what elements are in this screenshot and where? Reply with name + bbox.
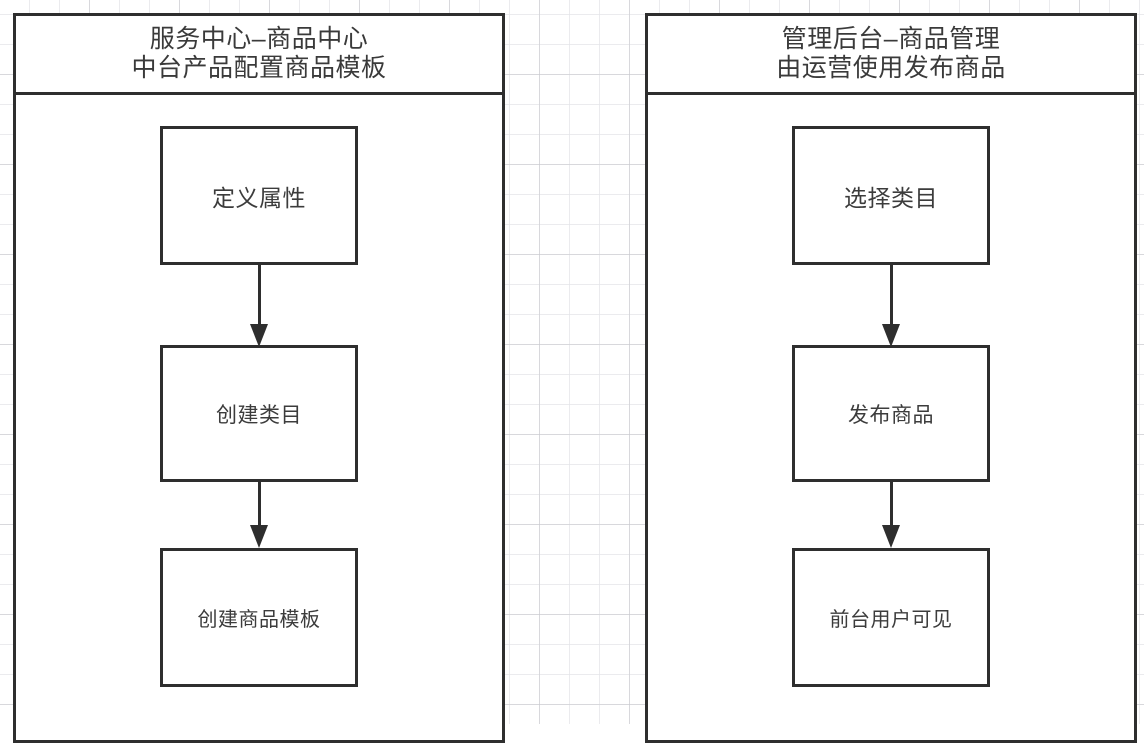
lane-admin-backend-title-line2: 由运营使用发布商品 (776, 54, 1006, 82)
lane-service-center-title-line1: 服务中心–商品中心 (149, 24, 369, 53)
node-select-category-label: 选择类目 (844, 184, 938, 211)
lane-service-center-title-line2: 中台产品配置商品模板 (131, 54, 387, 82)
connector-shaft (257, 265, 261, 325)
connector-define-attribute-to-create-category (248, 265, 270, 347)
connector-select-category-to-publish-product (880, 265, 902, 347)
node-create-category-label: 创建类目 (216, 403, 302, 427)
node-create-template[interactable]: 创建商品模板 (160, 548, 358, 687)
lane-admin-backend-header: 管理后台–商品管理 由运营使用发布商品 (648, 16, 1134, 95)
connector-shaft (257, 482, 261, 526)
node-publish-product[interactable]: 发布商品 (792, 345, 990, 482)
node-create-category[interactable]: 创建类目 (160, 345, 358, 482)
node-visible-to-user[interactable]: 前台用户可见 (792, 548, 990, 687)
node-create-template-label: 创建商品模板 (197, 609, 321, 631)
connector-shaft (889, 265, 893, 325)
arrowhead-down-icon (250, 525, 268, 548)
arrowhead-down-icon (882, 525, 900, 548)
connector-create-category-to-create-template (248, 482, 270, 548)
lane-admin-backend-title-line1: 管理后台–商品管理 (781, 24, 1001, 53)
node-define-attribute-label: 定义属性 (212, 184, 306, 211)
connector-shaft (889, 482, 893, 526)
node-publish-product-label: 发布商品 (848, 403, 934, 427)
lane-service-center-header: 服务中心–商品中心 中台产品配置商品模板 (16, 16, 502, 95)
connector-publish-product-to-visible-to-user (880, 482, 902, 548)
node-select-category[interactable]: 选择类目 (792, 126, 990, 265)
node-visible-to-user-label: 前台用户可见 (829, 609, 953, 631)
arrowhead-down-icon (250, 324, 268, 347)
arrowhead-down-icon (882, 324, 900, 347)
node-define-attribute[interactable]: 定义属性 (160, 126, 358, 265)
